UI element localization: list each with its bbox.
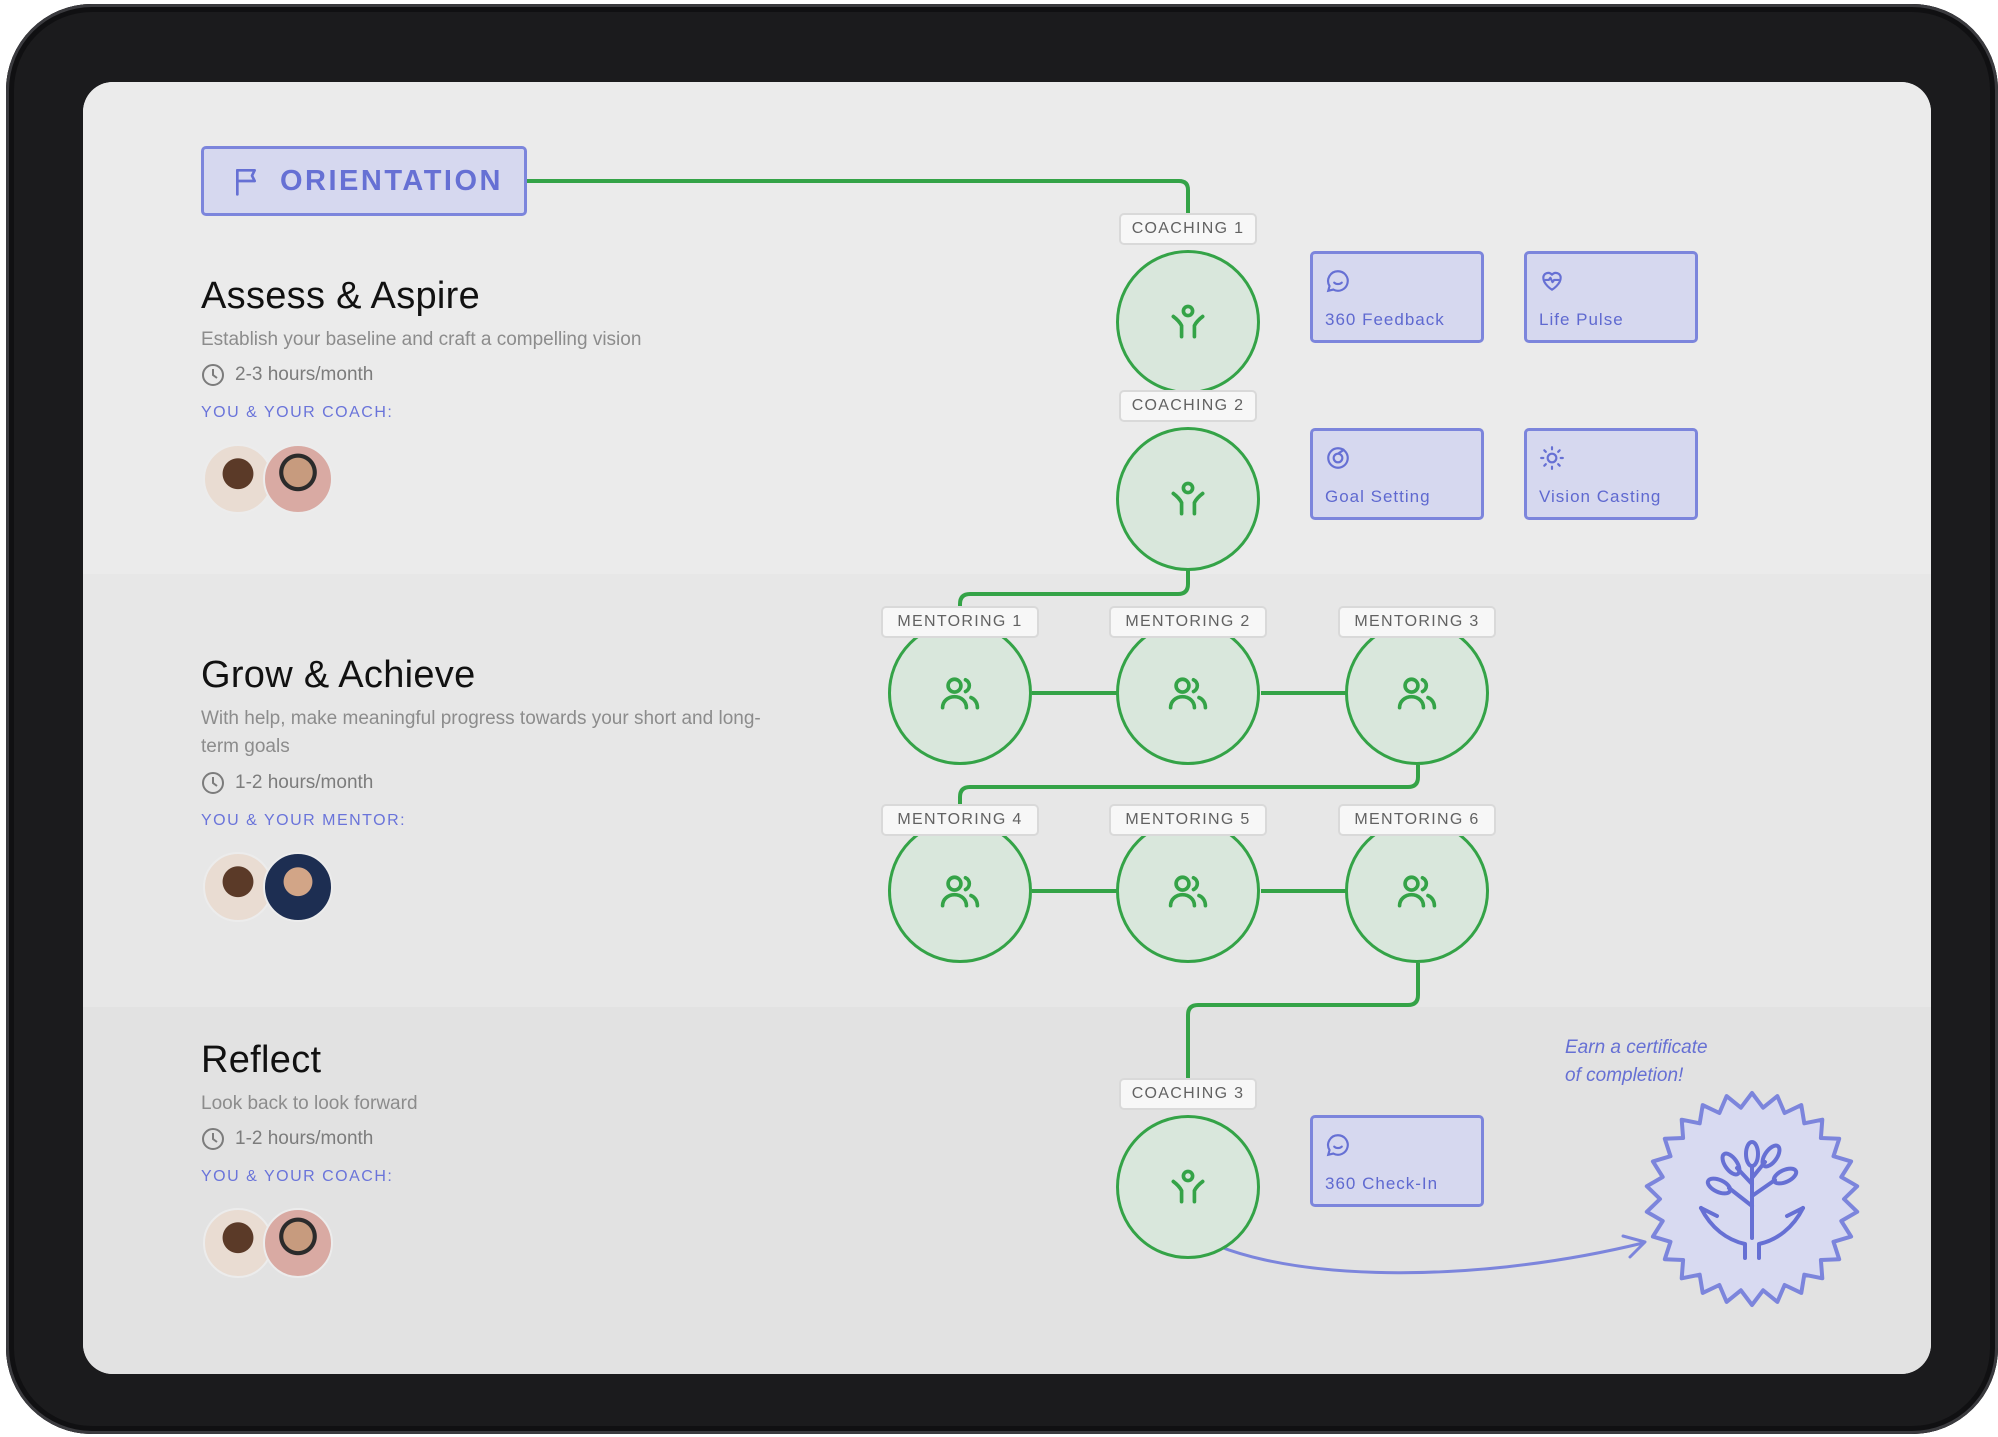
tool-label: Goal Setting: [1325, 487, 1431, 507]
chat-bubble-icon: [1325, 1132, 1351, 1158]
mentoring-label-6: MENTORING 6: [1338, 804, 1496, 836]
clock-icon: [201, 1127, 225, 1151]
certificate-badge[interactable]: [1641, 1088, 1863, 1310]
heart-pulse-icon: [1539, 268, 1565, 294]
certificate-arrow: [1185, 1229, 1643, 1273]
tool-vision-casting[interactable]: Vision Casting: [1524, 428, 1698, 520]
mentoring-node-4[interactable]: [888, 819, 1032, 963]
coaching-node-1[interactable]: [1116, 250, 1260, 394]
mentoring-label-3: MENTORING 3: [1338, 606, 1496, 638]
people-icon: [1395, 671, 1439, 715]
mentoring-label-5: MENTORING 5: [1109, 804, 1267, 836]
people-icon: [938, 869, 982, 913]
tool-label: 360 Feedback: [1325, 310, 1445, 330]
chat-bubble-icon: [1325, 268, 1351, 294]
people-icon: [1166, 869, 1210, 913]
tablet-frame: ORIENTATION Assess & Aspire Establish yo…: [6, 4, 1998, 1434]
coaching-label-1: COACHING 1: [1119, 213, 1257, 245]
stage-time-label: 1-2 hours/month: [235, 1128, 373, 1150]
mentoring-label-4: MENTORING 4: [881, 804, 1039, 836]
stage-description-reflect: Look back to look forward: [201, 1090, 761, 1118]
clock-icon: [201, 363, 225, 387]
orientation-label: ORIENTATION: [280, 165, 503, 198]
coaching-node-2[interactable]: [1116, 427, 1260, 571]
stage-time-assess: 2-3 hours/month: [201, 363, 373, 387]
orientation-button[interactable]: ORIENTATION: [201, 146, 527, 216]
stage-title-assess: Assess & Aspire: [201, 275, 480, 318]
certificate-caption-line2: of completion!: [1565, 1062, 1708, 1090]
person-cheer-icon: [1166, 1165, 1210, 1209]
avatar-group-reflect: [203, 1208, 343, 1278]
tool-label: Life Pulse: [1539, 310, 1624, 330]
tool-life-pulse[interactable]: Life Pulse: [1524, 251, 1698, 343]
people-icon: [1166, 671, 1210, 715]
flag-icon: [232, 165, 264, 197]
coaching-label-2: COACHING 2: [1119, 390, 1257, 422]
tool-goal-setting[interactable]: Goal Setting: [1310, 428, 1484, 520]
people-icon: [938, 671, 982, 715]
stage-participants-reflect: YOU & YOUR COACH:: [201, 1168, 393, 1186]
certificate-caption: Earn a certificate of completion!: [1565, 1034, 1708, 1090]
mentoring-node-3[interactable]: [1345, 621, 1489, 765]
avatar-mentor: [263, 852, 333, 922]
mentoring-node-5[interactable]: [1116, 819, 1260, 963]
stage-time-reflect: 1-2 hours/month: [201, 1127, 373, 1151]
tool-360-feedback[interactable]: 360 Feedback: [1310, 251, 1484, 343]
tool-label: 360 Check-In: [1325, 1174, 1438, 1194]
avatar-group-grow: [203, 852, 343, 922]
stage-time-label: 1-2 hours/month: [235, 772, 373, 794]
stage-title-grow: Grow & Achieve: [201, 654, 476, 697]
target-icon: [1325, 445, 1351, 471]
person-cheer-icon: [1166, 477, 1210, 521]
coaching-node-3[interactable]: [1116, 1115, 1260, 1259]
mentoring-label-2: MENTORING 2: [1109, 606, 1267, 638]
person-cheer-icon: [1166, 300, 1210, 344]
mentoring-node-6[interactable]: [1345, 819, 1489, 963]
stage-participants-assess: YOU & YOUR COACH:: [201, 404, 393, 422]
coaching-label-3: COACHING 3: [1119, 1078, 1257, 1110]
certificate-caption-line1: Earn a certificate: [1565, 1034, 1708, 1062]
avatar-coach: [263, 1208, 333, 1278]
stage-participants-grow: YOU & YOUR MENTOR:: [201, 812, 406, 830]
journey-screen: ORIENTATION Assess & Aspire Establish yo…: [83, 82, 1931, 1374]
tool-label: Vision Casting: [1539, 487, 1661, 507]
clock-icon: [201, 771, 225, 795]
avatar-group-assess: [203, 444, 343, 514]
avatar-coach: [263, 444, 333, 514]
stage-time-label: 2-3 hours/month: [235, 364, 373, 386]
mentoring-node-2[interactable]: [1116, 621, 1260, 765]
stage-description-grow: With help, make meaningful progress towa…: [201, 705, 761, 761]
stage-time-grow: 1-2 hours/month: [201, 771, 373, 795]
mentoring-label-1: MENTORING 1: [881, 606, 1039, 638]
stage-description-assess: Establish your baseline and craft a comp…: [201, 326, 761, 354]
sun-icon: [1539, 445, 1565, 471]
people-icon: [1395, 869, 1439, 913]
tool-360-check-in[interactable]: 360 Check-In: [1310, 1115, 1484, 1207]
mentoring-node-1[interactable]: [888, 621, 1032, 765]
stage-title-reflect: Reflect: [201, 1039, 321, 1082]
